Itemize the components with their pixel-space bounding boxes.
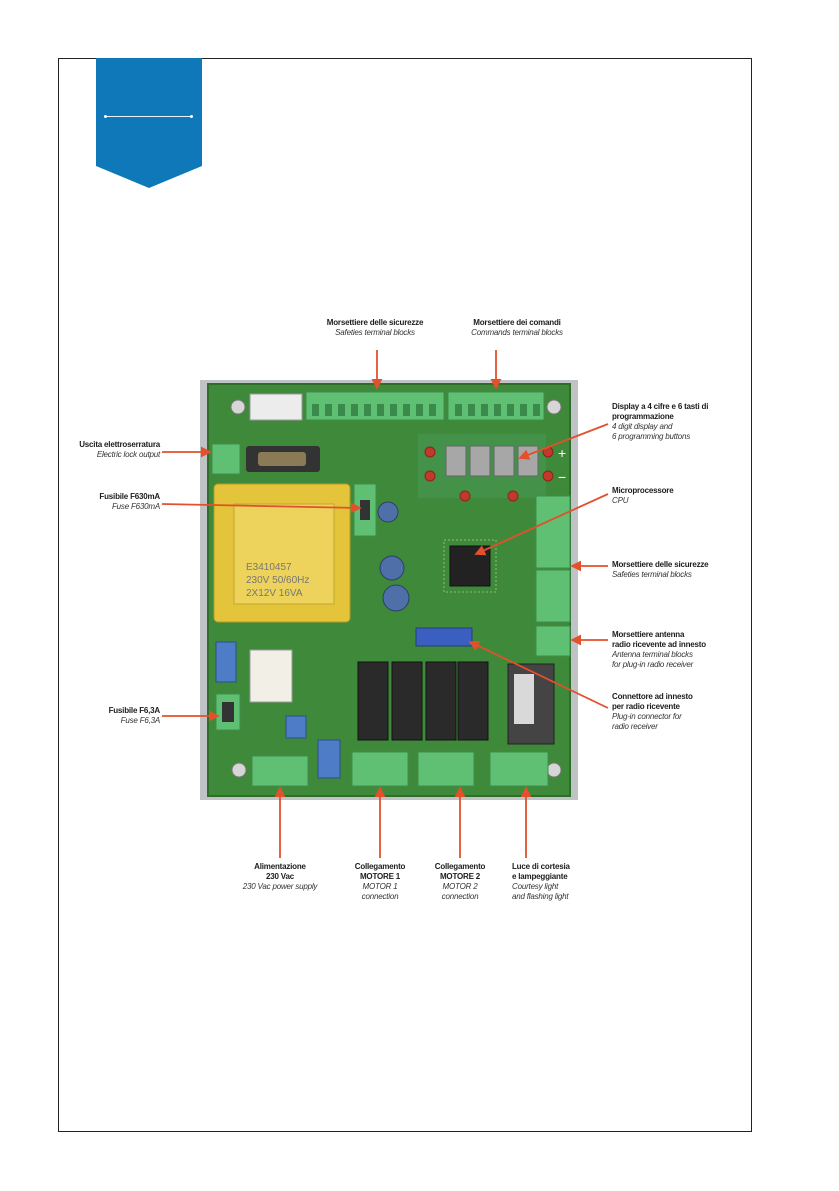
motor1-terminals [351, 751, 409, 787]
ribbon-dot-right [190, 115, 193, 118]
arrow-display [518, 423, 609, 460]
antenna-terminals [535, 625, 571, 657]
arrow-connector [468, 641, 609, 709]
plus-sign: + [558, 445, 566, 461]
label-antenna: Morsettiere antenna radio ricevente ad i… [612, 630, 706, 669]
capacitors [377, 501, 410, 612]
label-fuse1: Fusibile F630mA Fuse F630mA [99, 492, 160, 511]
label-display: Display a 4 cifre e 6 tasti di programma… [612, 402, 709, 441]
arrow-fuse1 [161, 502, 362, 514]
motor2-terminals [417, 751, 475, 787]
label-lock: Uscita elettroserratura Electric lock ou… [79, 440, 160, 459]
light-terminals [489, 751, 549, 787]
right-safety-terminals-2 [535, 569, 571, 623]
label-power: Alimentazione 230 Vac 230 Vac power supp… [242, 862, 318, 891]
relay [357, 661, 389, 741]
right-safety-terminals-1 [535, 495, 571, 569]
transformer-line-1: E3410457 [246, 562, 292, 573]
arrow-cpu [474, 493, 609, 556]
lock-terminal [211, 443, 241, 475]
transformer-line-2: 230V 50/60Hz [246, 575, 309, 586]
label-fuse2: Fusibile F6,3A Fuse F6,3A [108, 706, 161, 725]
screw [230, 399, 246, 415]
label-light: Luce di cortesia e lampeggiante Courtesy… [512, 862, 570, 901]
label-right-safety: Morsettiere delle sicurezze Safeties ter… [612, 560, 709, 579]
transformer-line-3: 2X12V 16VA [246, 588, 303, 599]
cpu-chip [449, 545, 491, 587]
label-motor2: Collegamento MOTORE 2 MOTOR 2 connection [434, 862, 486, 901]
digit-1 [445, 445, 467, 477]
minus-sign: − [558, 469, 566, 485]
ribbon-rule [106, 116, 192, 118]
label-top-commands: Morsettiere dei comandi Commands termina… [471, 318, 563, 337]
label-connector: Connettore ad innesto per radio ricevent… [612, 692, 693, 731]
label-top-safety: Morsettiere delle sicurezze Safeties ter… [326, 318, 424, 337]
power-terminals [251, 755, 309, 787]
prog-button [424, 446, 436, 458]
plugin-connector [415, 627, 473, 647]
section-ribbon [96, 58, 202, 188]
label-cpu: Microprocessore CPU [612, 486, 674, 505]
label-motor1: Collegamento MOTORE 1 MOTOR 1 connection [354, 862, 406, 901]
page-frame [58, 58, 752, 1132]
ribbon-dot-left [104, 115, 107, 118]
